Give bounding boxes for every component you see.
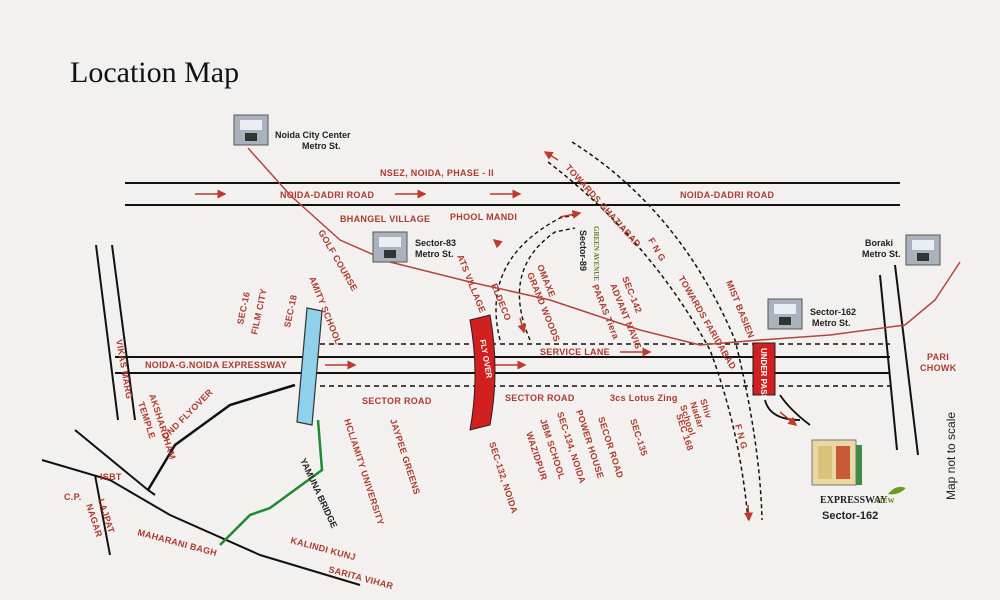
leaf-icon [888,486,906,495]
project-expressway-view: EXPRESSWAY VIEW Sector-162 [811,439,906,522]
metro-station-sector162: Sector-162 Metro St. [767,298,856,330]
project-building-icon [811,439,862,486]
place-pari-chowk-2: CHOWK [920,363,957,373]
place-sec16: SEC-16 [235,291,252,326]
road-label-fng-2: F N G [733,423,749,450]
place-ats-village: ATS VILLAGE [455,253,488,314]
station-label-line1: Sector-162 [810,307,856,317]
station-label-line2: Metro St. [812,318,851,328]
place-jaypee-greens: JAYPEE GREENS [388,418,422,496]
delhi-roads [41,383,361,586]
place-mist-basien: MIST BASIEN [724,279,756,340]
yamuna-bridge-line [219,419,324,546]
flyover [469,314,496,431]
place-isbt: ISBT [100,472,122,482]
road-label-service-lane: SERVICE LANE [540,347,610,357]
place-eldeco: ELDECO [489,282,513,322]
project-name-small: VIEW [875,497,894,505]
metro-train-icon [767,298,803,330]
place-bhangel-village: BHANGEL VILLAGE [340,214,430,224]
place-sec18: SEC-18 [282,294,299,329]
station-label-line1: Noida City Center [275,130,351,140]
metro-station-noida-city-center: Noida City Center Metro St. [233,114,351,151]
map-title: Location Map [70,56,239,89]
station-label-line2: Metro St. [415,249,454,259]
road-label-sector-road-left: SECTOR ROAD [362,396,432,406]
place-film-city: FILM CITY [249,288,268,336]
metro-station-sector83: Sector-83 Metro St. [372,231,456,263]
metro-train-icon [372,231,408,263]
project-sector: Sector-162 [822,510,878,522]
metro-train-icon [233,114,269,146]
station-label-line2: Metro St. [862,249,901,259]
station-label-line1: Boraki [865,238,893,248]
place-lotus-zing: 3cs Lotus Zing [610,393,678,403]
place-sec135: SEC-135 [628,418,649,458]
underpass [752,342,776,396]
road-label-yamuna-bridge: YAMUNA BRIDGE [298,457,339,530]
road-label-nsez: NSEZ, NOIDA, PHASE - II [380,168,494,178]
station-label-line1: Sector-83 [415,238,456,248]
road-label-sector-road-mid: SECTOR ROAD [505,393,575,403]
place-sec132: SEC-132, NOIDA [487,441,520,515]
place-cp: C.P. [64,492,82,502]
road-label-expressway: NOIDA-G.NOIDA EXPRESSWAY [145,360,287,370]
road-label-noida-dadri-left: NOIDA-DADRI ROAD [280,190,374,200]
underpass-curve [764,394,811,426]
project-name: EXPRESSWAY [820,495,888,506]
vikas-marg [95,244,136,421]
expressway-bridge [296,307,323,426]
metro-line [247,147,961,346]
place-pari-chowk-1: PARI [927,352,949,362]
sector-link-roads [492,210,582,341]
pari-chowk-roads [879,264,919,456]
metro-station-boraki: Boraki Metro St. [862,234,941,266]
road-label-vikas-marg: VIKAS MARG [114,339,134,400]
place-kalindi-kunj: KALINDI KUNJ [289,535,356,562]
place-hcl-amity: HCL/AMITY UNIVERSITY [342,418,386,527]
place-phool-mandi: PHOOL MANDI [450,212,517,222]
noida-dadri-road [125,182,900,206]
fng-corridor [543,141,763,522]
place-sector89: Sector-89 [578,230,588,271]
metro-train-icon [905,234,941,266]
road-label-noida-dadri-right: NOIDA-DADRI ROAD [680,190,774,200]
scale-note: Map not to scale [944,412,958,500]
station-label-line2: Metro St. [302,141,341,151]
place-green-avenue: GREEN AVENUE [592,226,600,281]
underpass-label: UNDER PASS [759,348,768,401]
